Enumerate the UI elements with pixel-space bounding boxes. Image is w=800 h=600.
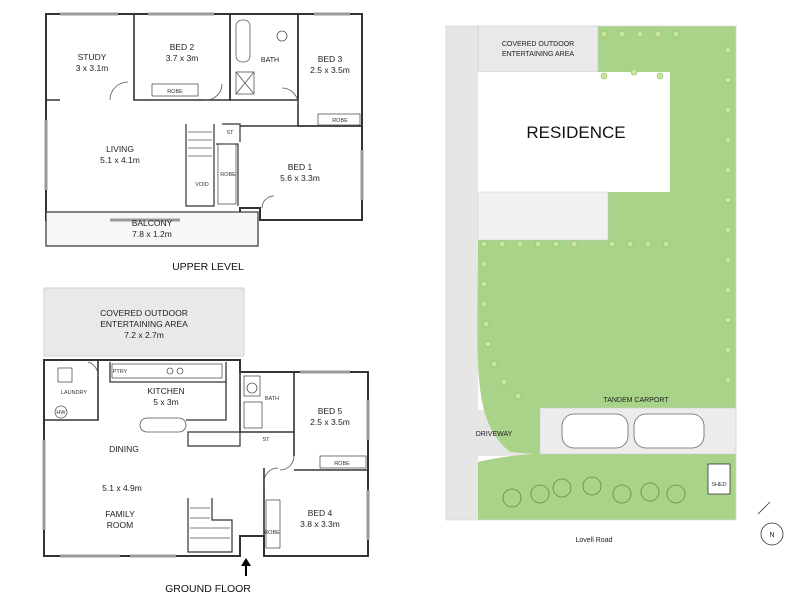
- shed: [707, 463, 731, 495]
- ground-windows: [42, 370, 370, 558]
- site-covered-line2: ENTERTAINING AREA: [502, 51, 574, 58]
- upper-level-title: UPPER LEVEL: [172, 261, 244, 273]
- road-label: Lovell Road: [576, 537, 613, 544]
- upper-bath-label: BATH: [261, 57, 279, 64]
- family-size: 5.1 x 4.9m: [102, 483, 142, 493]
- bed2-robe-label: ROBE: [167, 89, 183, 95]
- laundry-label: LAUNDRY: [61, 390, 88, 396]
- dining-label: DINING: [109, 444, 139, 454]
- living-size: 5.1 x 4.1m: [100, 155, 140, 165]
- bed3-label: BED 3: [318, 54, 343, 64]
- hw-label: HW: [56, 410, 66, 416]
- ground-fixtures: [54, 361, 367, 549]
- upper-fixtures: [109, 19, 361, 209]
- north-arrow: [757, 501, 784, 546]
- family-line1: FAMILY: [105, 509, 135, 519]
- ground-st-label: ST: [262, 437, 270, 443]
- patio: [477, 191, 609, 241]
- tandem-carport-label: TANDEM CARPORT: [603, 397, 669, 404]
- shed-label: SHED: [711, 482, 726, 488]
- bed5-label: BED 5: [318, 406, 343, 416]
- car-2: [633, 413, 705, 449]
- ground-bath-label: BATH: [265, 396, 279, 402]
- kitchen-label: KITCHEN: [147, 386, 184, 396]
- car-1: [561, 413, 629, 449]
- bed4-label: BED 4: [308, 508, 333, 518]
- lawn-area: [477, 26, 736, 456]
- study-size: 3 x 3.1m: [76, 63, 109, 73]
- ground-robe-label: ROBE: [264, 530, 280, 536]
- front-trees: [502, 476, 686, 508]
- void-label: VOID: [195, 182, 208, 188]
- side-path: [446, 26, 478, 520]
- kitchen-size: 5 x 3m: [153, 397, 179, 407]
- site-covered-line1: COVERED OUTDOOR: [502, 41, 574, 48]
- site-covered-area: [477, 25, 599, 73]
- north-label: N: [769, 532, 774, 539]
- driveway-label: DRIVEWAY: [476, 431, 513, 438]
- upper-level-plan: [45, 13, 363, 247]
- family-line2: ROOM: [107, 520, 133, 530]
- living-label: LIVING: [106, 144, 134, 154]
- bed5-size: 2.5 x 3.5m: [310, 417, 350, 427]
- site-shrubs: [480, 30, 732, 400]
- bed2-size: 3.7 x 3m: [166, 53, 199, 63]
- balcony-area: [45, 211, 259, 247]
- upper-outer-wall: [45, 13, 363, 221]
- bed1-label: BED 1: [288, 162, 313, 172]
- bed3-robe-label: ROBE: [332, 118, 348, 124]
- balcony-size: 7.8 x 1.2m: [132, 229, 172, 239]
- covered-outdoor-area: [43, 287, 245, 357]
- bed3-size: 2.5 x 3.5m: [310, 65, 350, 75]
- study-label: STUDY: [78, 52, 107, 62]
- balcony-label: BALCONY: [132, 218, 173, 228]
- front-lawn: [478, 451, 736, 520]
- ground-covered-line2: ENTERTAINING AREA: [100, 319, 188, 329]
- residence-label: RESIDENCE: [526, 123, 625, 142]
- upper-windows: [44, 12, 364, 222]
- residence-block: [478, 72, 670, 192]
- site-plan: [445, 25, 737, 521]
- upper-st-label: ST: [226, 130, 234, 136]
- ground-floor-title: GROUND FLOOR: [165, 583, 251, 595]
- bed2-label: BED 2: [170, 42, 195, 52]
- bed4-size: 3.8 x 3.3m: [300, 519, 340, 529]
- bed1-size: 5.6 x 3.3m: [280, 173, 320, 183]
- pantry-label: PTRY: [113, 369, 128, 375]
- entry-arrow: [241, 558, 251, 576]
- upper-robe-label: ROBE: [220, 172, 236, 178]
- ground-covered-line1: COVERED OUTDOOR: [100, 308, 188, 318]
- ground-covered-size: 7.2 x 2.7m: [124, 330, 164, 340]
- bed5-robe-label: ROBE: [334, 461, 350, 467]
